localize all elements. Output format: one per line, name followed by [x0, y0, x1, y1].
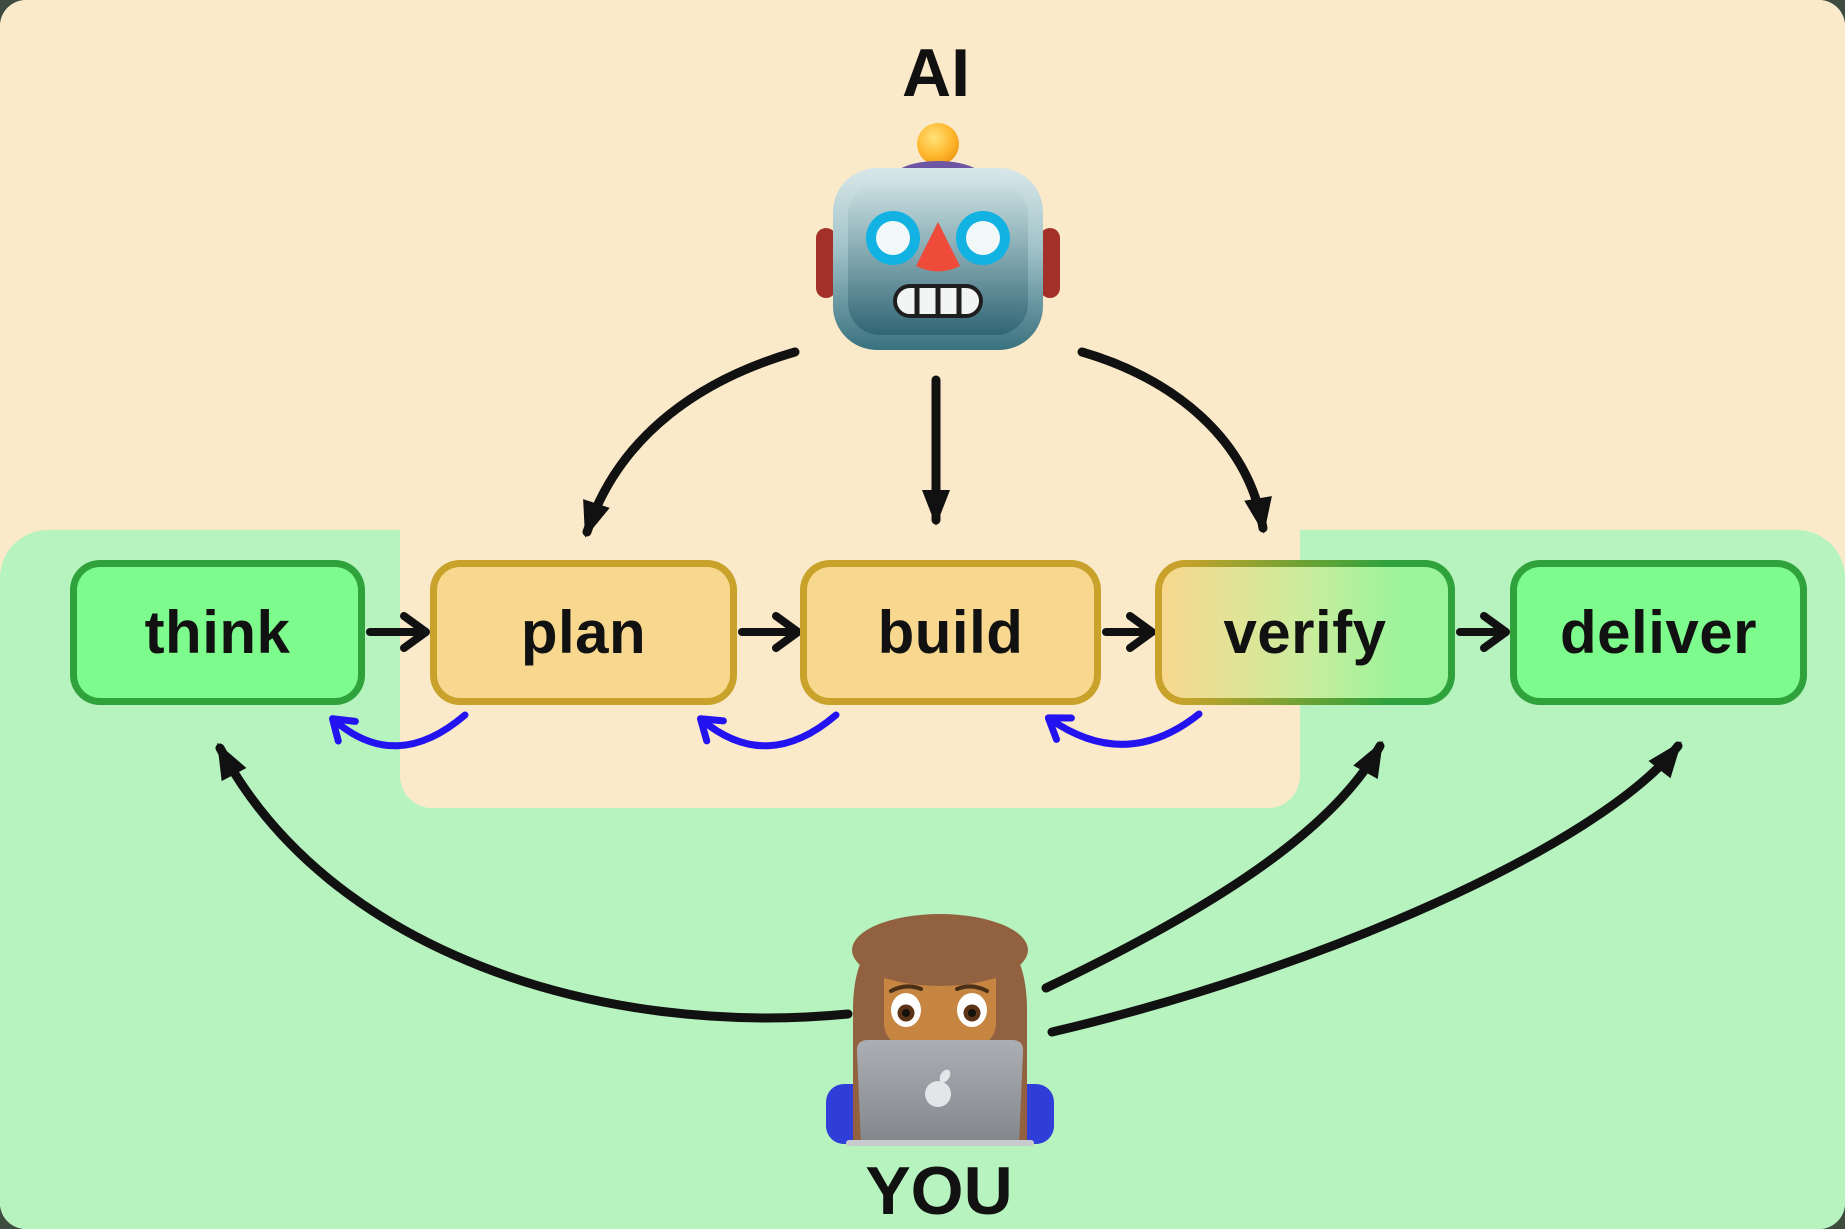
stage-box-deliver: deliver	[1510, 560, 1807, 705]
stage-label-build: build	[877, 599, 1024, 666]
ai-title: AI	[902, 35, 970, 111]
stage-label-verify: verify	[1223, 599, 1387, 666]
ai-zone-middle-tab	[400, 220, 1300, 808]
stage-box-think: think	[70, 560, 365, 705]
stage-label-plan: plan	[520, 599, 647, 666]
stage-box-build: build	[800, 560, 1101, 705]
you-title: YOU	[865, 1153, 1013, 1229]
stage-box-plan: plan	[430, 560, 737, 705]
stage-box-verify: verify	[1155, 560, 1455, 705]
stage-label-think: think	[144, 599, 291, 666]
stage-label-deliver: deliver	[1560, 599, 1757, 666]
